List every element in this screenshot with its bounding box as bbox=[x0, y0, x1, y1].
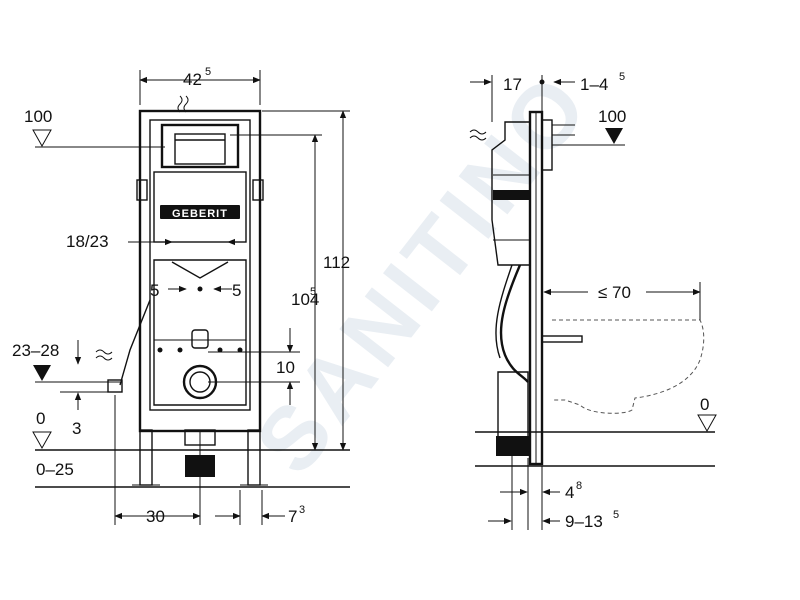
dim-5-left: 5 bbox=[150, 281, 159, 300]
dim-30: 30 bbox=[146, 507, 165, 526]
dim-17: 17 bbox=[503, 75, 522, 94]
dim-width-total-sup: 5 bbox=[205, 66, 211, 78]
level-0-right: 0 bbox=[700, 395, 709, 414]
dim-7: 7 bbox=[288, 507, 297, 526]
level-100-right: 100 bbox=[598, 107, 626, 126]
dim-1-4: 1–4 bbox=[580, 75, 608, 94]
flush-plate-outline bbox=[160, 123, 240, 169]
level-23-28: 23–28 bbox=[12, 341, 59, 360]
level-100-left: 100 bbox=[24, 107, 52, 126]
frame-inner bbox=[149, 119, 251, 411]
dim-height-104-sup: 5 bbox=[310, 286, 316, 298]
dim-9-13: 9–13 bbox=[565, 512, 603, 531]
dim-height-104: 104 bbox=[291, 290, 319, 309]
outlet-bend-side bbox=[497, 371, 529, 441]
dim-le-70: ≤ 70 bbox=[598, 283, 631, 302]
water-connection bbox=[191, 329, 209, 349]
dim-1-4-sup: 5 bbox=[619, 71, 625, 83]
front-view: GEBERIT 42 5 1 bbox=[12, 66, 350, 526]
frame-leg-left bbox=[139, 429, 153, 486]
toilet-bowl-outline bbox=[552, 319, 705, 414]
dim-width-total: 42 bbox=[183, 70, 202, 89]
dim-4-sup: 8 bbox=[576, 480, 582, 492]
level-0-left: 0 bbox=[36, 409, 45, 428]
side-view: 17 1–4 5 100 ≤ 70 0 4 8 9–13 5 bbox=[469, 71, 717, 531]
cistern-profile bbox=[491, 121, 531, 266]
frame-outer bbox=[138, 109, 262, 433]
dim-height-112: 112 bbox=[323, 253, 350, 272]
range-0-25: 0–25 bbox=[36, 460, 74, 479]
dim-7-sup: 3 bbox=[299, 504, 305, 516]
flush-plate-panel bbox=[174, 133, 226, 165]
brand-text: GEBERIT bbox=[172, 208, 228, 220]
dim-9-13-sup: 5 bbox=[613, 509, 619, 521]
dim-4: 4 bbox=[565, 483, 574, 502]
dim-offset-10: 10 bbox=[276, 358, 295, 377]
dim-18-23: 18/23 bbox=[66, 232, 109, 251]
dim-offset-3: 3 bbox=[72, 419, 81, 438]
dim-5-right: 5 bbox=[232, 281, 241, 300]
brand-plate bbox=[160, 205, 240, 219]
watermark-text: SANITINO bbox=[237, 54, 610, 492]
cistern-body bbox=[153, 171, 247, 243]
